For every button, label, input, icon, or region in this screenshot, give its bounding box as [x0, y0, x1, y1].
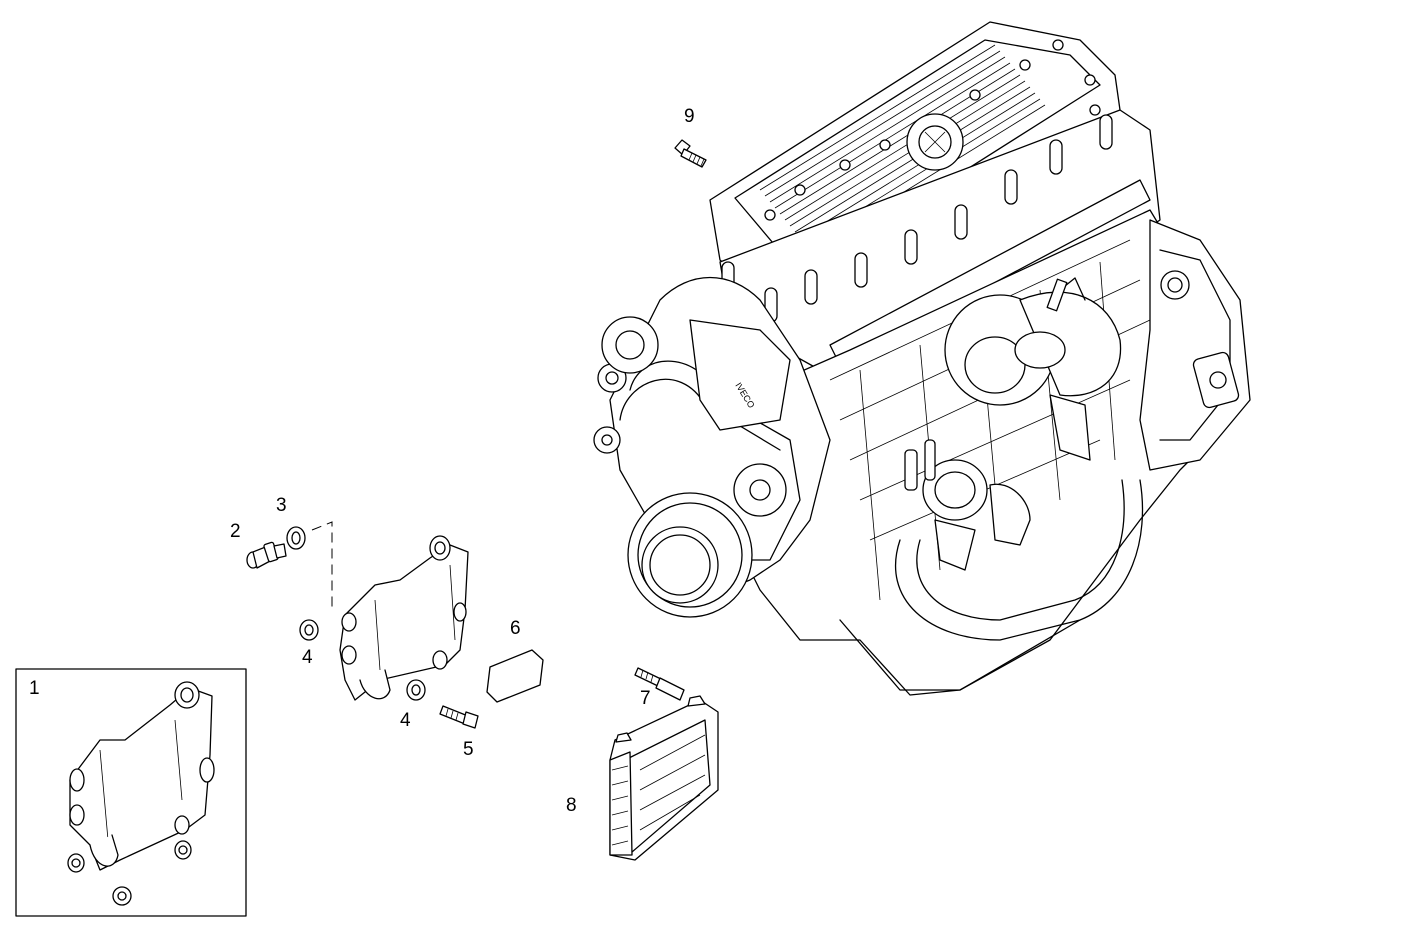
part-6-gasket — [486, 649, 544, 703]
callout-4-upper: 4 — [302, 647, 313, 668]
part-7-stud — [634, 667, 685, 701]
turbocharger — [944, 277, 1122, 461]
callout-9: 9 — [684, 106, 695, 127]
part-3-seal-ring — [286, 526, 306, 550]
callout-3: 3 — [276, 495, 287, 516]
part-4-plug-lower — [406, 679, 426, 701]
part-8-ecu — [609, 695, 719, 861]
part-1-oil-cooler-kit — [67, 681, 215, 906]
callout-2: 2 — [230, 521, 241, 542]
part-1-kit-frame — [15, 668, 247, 917]
callout-8: 8 — [566, 795, 577, 816]
callout-7: 7 — [640, 688, 651, 709]
assembly-leader-line — [311, 521, 333, 610]
callout-6: 6 — [510, 618, 521, 639]
callout-4-lower: 4 — [400, 710, 411, 731]
part-2-fitting — [246, 541, 287, 569]
callout-1: 1 — [29, 678, 40, 699]
callout-5: 5 — [463, 739, 474, 760]
crankshaft-pulley — [627, 492, 753, 618]
part-9-bolt — [674, 139, 707, 168]
part-5-bolt — [439, 705, 479, 729]
part-4-plug-upper — [299, 619, 319, 641]
engine-assembly: IVECO — [593, 21, 1251, 696]
oil-cooler-cover — [339, 535, 469, 701]
